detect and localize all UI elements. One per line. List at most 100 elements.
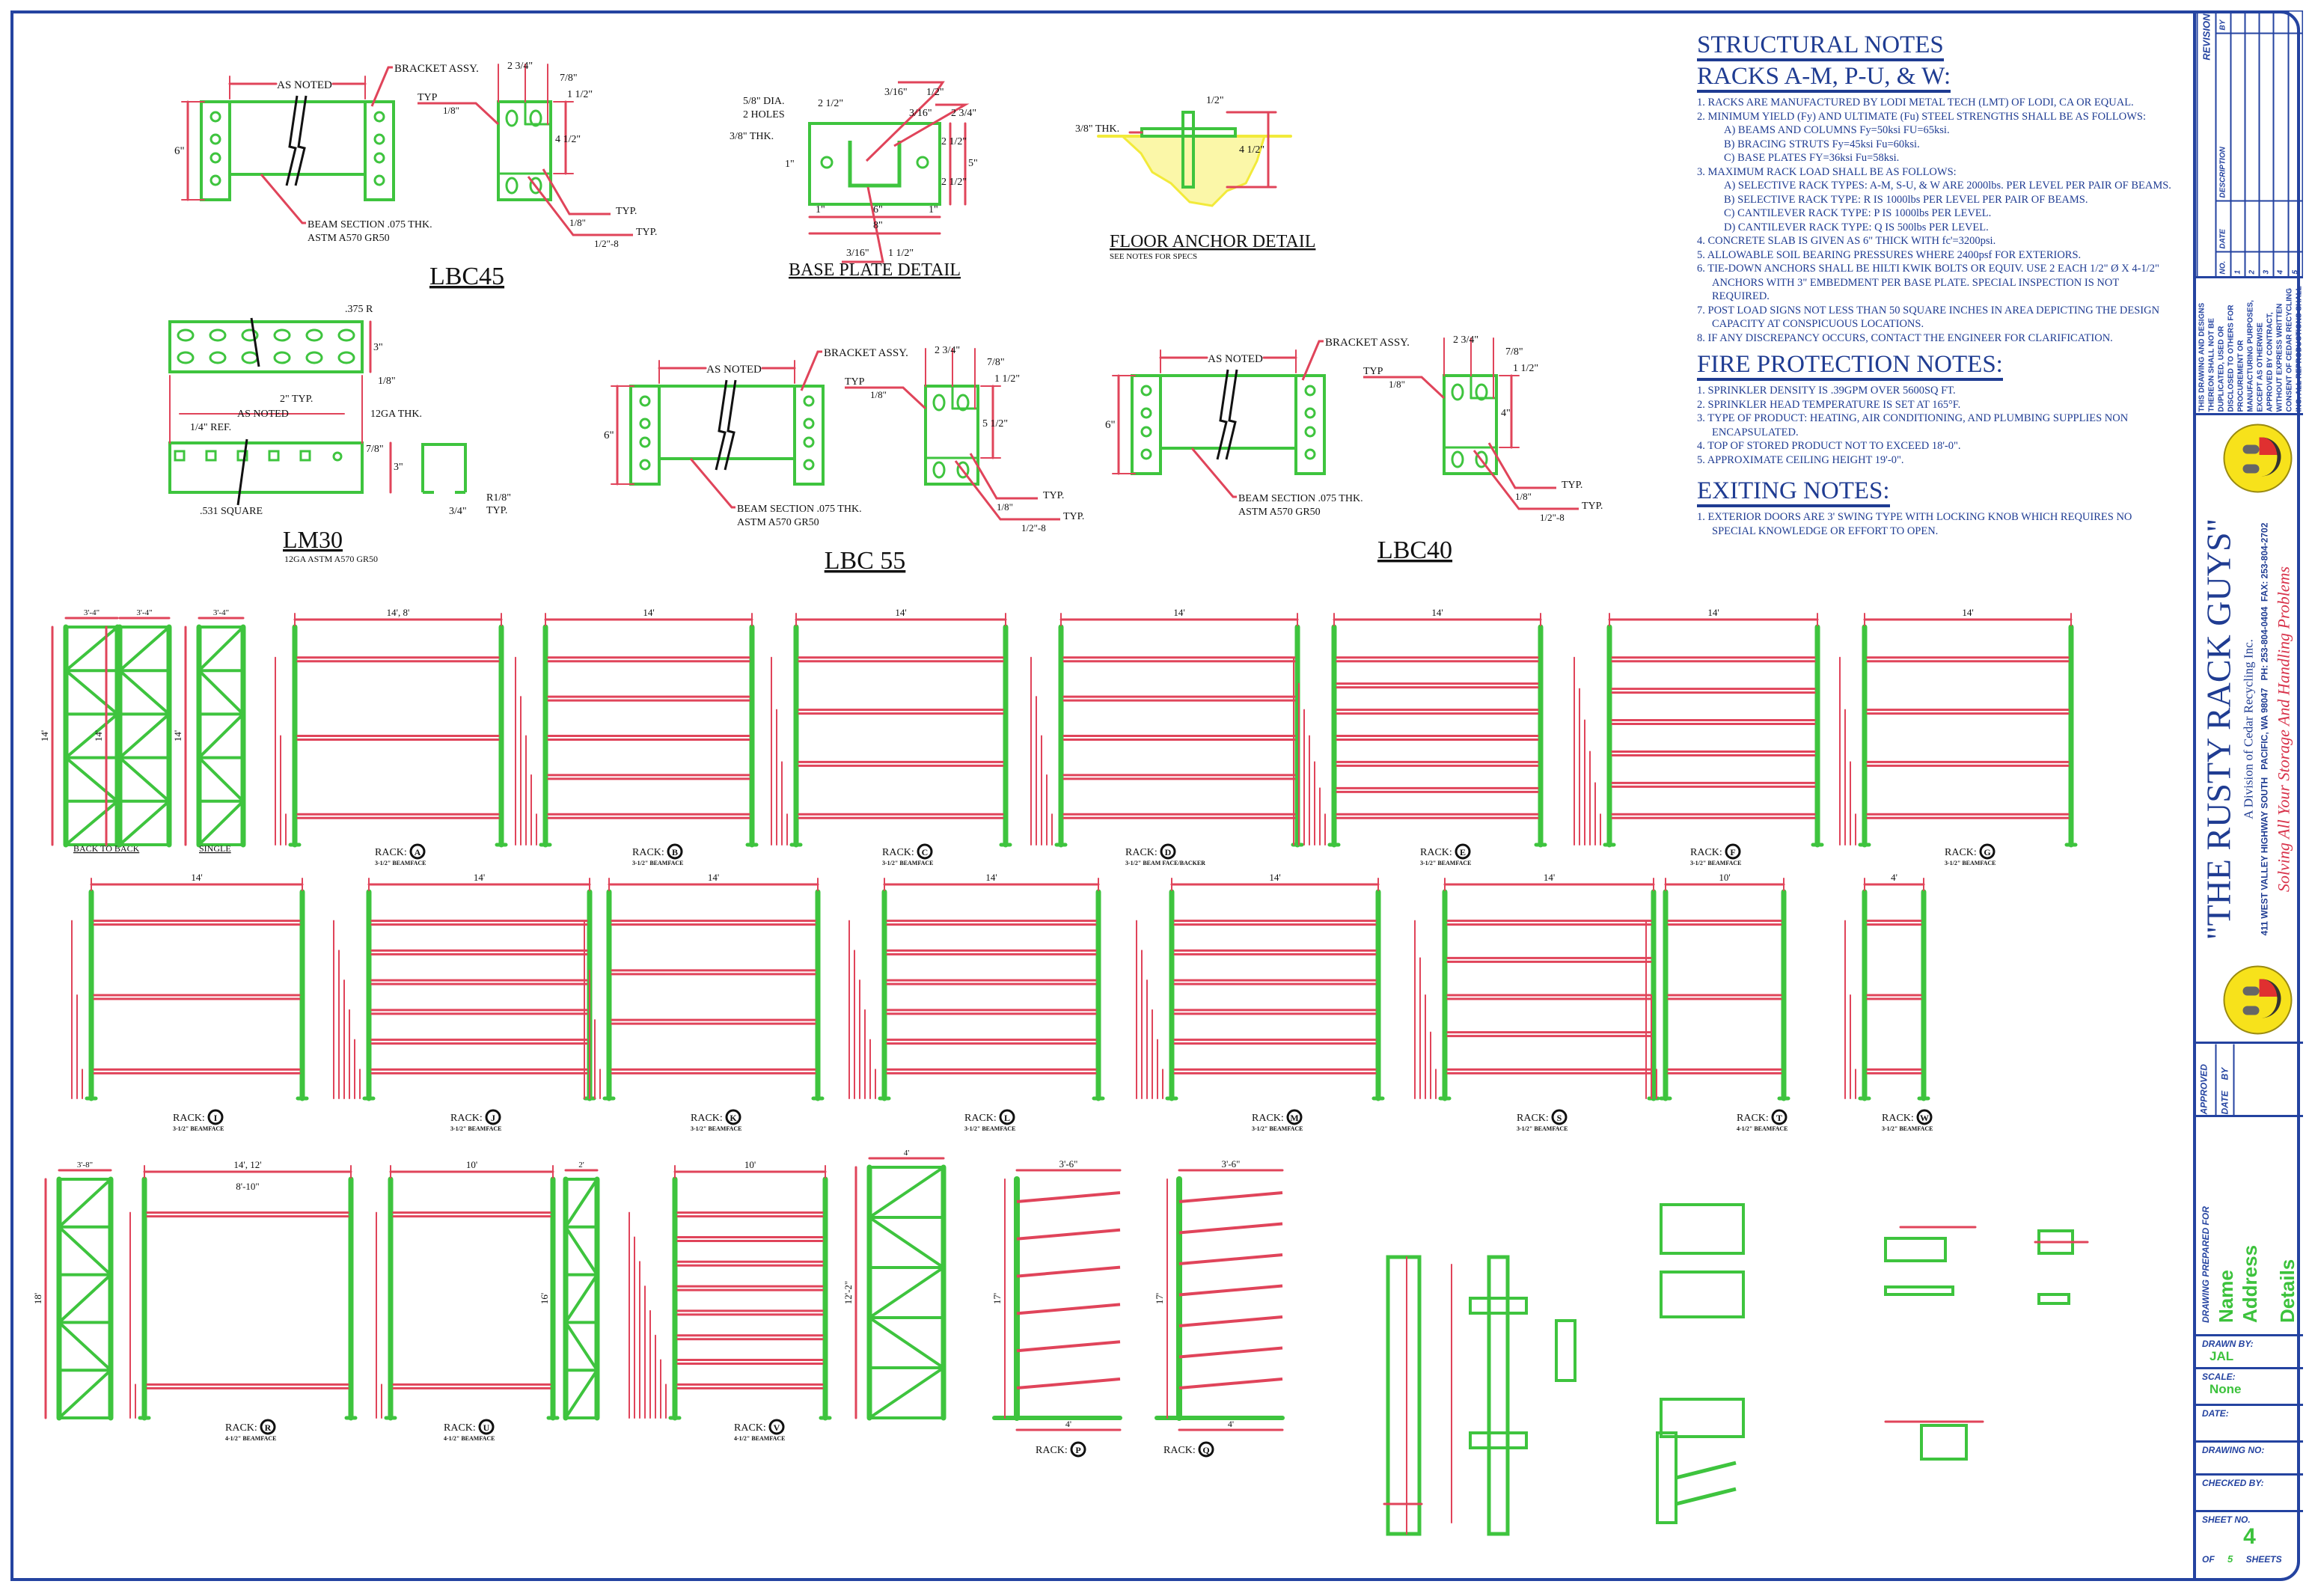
sheets-label: SHEETS <box>2245 1554 2282 1565</box>
column-detail <box>1487 1255 1510 1536</box>
dimension-label: 2" TYP. <box>280 394 313 405</box>
break-line <box>285 95 299 186</box>
sheet-no-value: 4 <box>2243 1524 2256 1549</box>
rack-letter-circle <box>768 1419 785 1435</box>
weld-symbol <box>865 81 945 162</box>
break-line <box>294 95 308 186</box>
beam-detail <box>1660 1203 1745 1255</box>
dimension-label: 2 3/4" <box>1453 334 1478 346</box>
prepared-name: Name <box>2215 1270 2237 1323</box>
rack-width-label: 14' <box>474 872 485 883</box>
note-subitem: B) SELECTIVE RACK TYPE: R IS 1000lbs PER… <box>1724 193 2088 206</box>
prepared-details: Details <box>2276 1259 2299 1323</box>
checked-by-label: CHECKED BY: <box>2202 1478 2264 1488</box>
hole <box>1304 407 1316 419</box>
teardrop-slot <box>209 351 227 364</box>
frame-height-label: 16' <box>539 1293 550 1304</box>
rack-beamface: 3-1/2" BEAMFACE <box>375 860 426 866</box>
dimension-label: 1/8" <box>569 217 586 228</box>
hole <box>639 395 651 407</box>
frame-brace <box>198 712 245 759</box>
frame-brace <box>564 1321 599 1372</box>
revision-title: REVISION <box>2197 10 2216 276</box>
dimension-label: 1" <box>816 204 825 215</box>
bracket-assy-label: BRACKET ASSY. <box>824 347 908 359</box>
scale-value: None <box>2209 1382 2242 1396</box>
rack-letter-circle <box>999 1109 1015 1125</box>
note-text: 7. POST LOAD SIGNS NOT LESS THAN 50 SQUA… <box>1697 304 2160 331</box>
frame-brace <box>868 1316 945 1369</box>
fire-note: 2. SPRINKLER HEAD TEMPERATURE IS SET AT … <box>1697 398 1961 411</box>
dimension-label: 2 1/2" <box>818 98 843 109</box>
structural-note: 6. TIE-DOWN ANCHORS SHALL BE HILTI KWIK … <box>1697 262 2176 304</box>
frame-height-label: 18' <box>32 1293 43 1304</box>
frame-height-label: 14' <box>39 730 50 742</box>
dimension-label: 4 1/2" <box>1239 144 1264 156</box>
dimension-label: 3/16" <box>846 248 869 259</box>
frame-brace <box>64 799 119 846</box>
teardrop-slot <box>273 328 291 342</box>
beam-note: BEAM SECTION .075 THK. <box>308 219 432 230</box>
anchor-bolt <box>1181 111 1195 189</box>
cantilever-arm <box>1016 1228 1121 1241</box>
anchor-hole <box>916 156 929 169</box>
rack-letter-circle <box>1916 1109 1933 1125</box>
square-hole <box>174 450 186 462</box>
revision-col-by: BY <box>2215 10 2230 34</box>
rack-letter: B <box>672 847 678 857</box>
rack-width-label: 14' <box>1962 607 1973 618</box>
fire-note: 3. TYPE OF PRODUCT: HEATING, AIR CONDITI… <box>1697 412 2129 438</box>
frame-brace <box>198 756 245 803</box>
column-section <box>848 141 902 188</box>
frame-brace <box>64 712 119 759</box>
rack-letter: D <box>1165 847 1172 857</box>
detail-title: LBC 55 <box>825 547 906 575</box>
bracket-assy-label: BRACKET ASSY. <box>1325 337 1410 349</box>
dimension-label: TYP. <box>1582 501 1603 512</box>
cantilever-arm <box>1178 1315 1283 1327</box>
cantilever-arm <box>1178 1346 1283 1359</box>
dimension-label: 2' <box>578 1161 584 1170</box>
frame-brace <box>118 799 171 846</box>
leader-line <box>689 458 736 509</box>
lm30-section <box>421 443 467 494</box>
frame-brace <box>64 626 119 673</box>
rack-letter-circle <box>478 1419 495 1435</box>
title-block: REVISION NO. DATE DESCRIPTION BY 1 2 3 4… <box>2193 10 2303 1581</box>
frame-brace <box>868 1216 945 1269</box>
revision-row-no: 4 <box>2273 251 2289 276</box>
base-length-label: 4' <box>1228 1419 1234 1429</box>
hole <box>1304 385 1316 397</box>
teardrop-slot <box>177 351 195 364</box>
dimension-label: 2 HOLES <box>743 109 785 120</box>
weld-symbol <box>1363 376 1446 400</box>
note-text: 1. RACKS ARE MANUFACTURED BY LODI METAL … <box>1697 97 2134 108</box>
rack-label: RACK: <box>444 1422 476 1434</box>
structural-note: 5. ALLOWABLE SOIL BEARING PRESSURES WHER… <box>1697 248 2176 263</box>
break-line <box>236 438 248 506</box>
break-line <box>715 379 728 471</box>
break-line <box>724 379 737 471</box>
sheet-total: 5 <box>2227 1553 2233 1565</box>
detail-title: FLOOR ANCHOR DETAIL <box>1110 232 1315 251</box>
dimension-label: 1 1/2" <box>1513 363 1538 374</box>
structural-note: 4. CONCRETE SLAB IS GIVEN AS 6" THICK WI… <box>1697 234 2176 248</box>
structural-note: 7. POST LOAD SIGNS NOT LESS THAN 50 SQUA… <box>1697 304 2176 331</box>
rack-letter-circle <box>485 1109 501 1125</box>
leader-line <box>260 174 306 224</box>
hole <box>1140 426 1152 438</box>
dimension-label: 1/2" <box>926 87 944 98</box>
frame-brace <box>58 1369 112 1419</box>
dimension-label: 1/8" <box>378 376 396 387</box>
as-noted-label: AS NOTED <box>277 79 332 91</box>
hole <box>1304 448 1316 460</box>
frame-brace <box>64 756 119 803</box>
arm-length-label: 3'-6" <box>1222 1158 1241 1170</box>
structural-note: 8. IF ANY DISCREPANCY OCCURS, CONTACT TH… <box>1697 331 2176 346</box>
dimension-label: 3'-8" <box>77 1161 93 1170</box>
revision-row-no: 1 <box>2230 251 2245 276</box>
teardrop-slot <box>305 328 323 342</box>
note-text: 8. IF ANY DISCREPANCY OCCURS, CONTACT TH… <box>1697 331 2113 344</box>
company-logo: "THE RUSTY RACK GUYS" A Division of Ceda… <box>2197 415 2304 1042</box>
beam-left-bracket <box>1131 374 1162 475</box>
